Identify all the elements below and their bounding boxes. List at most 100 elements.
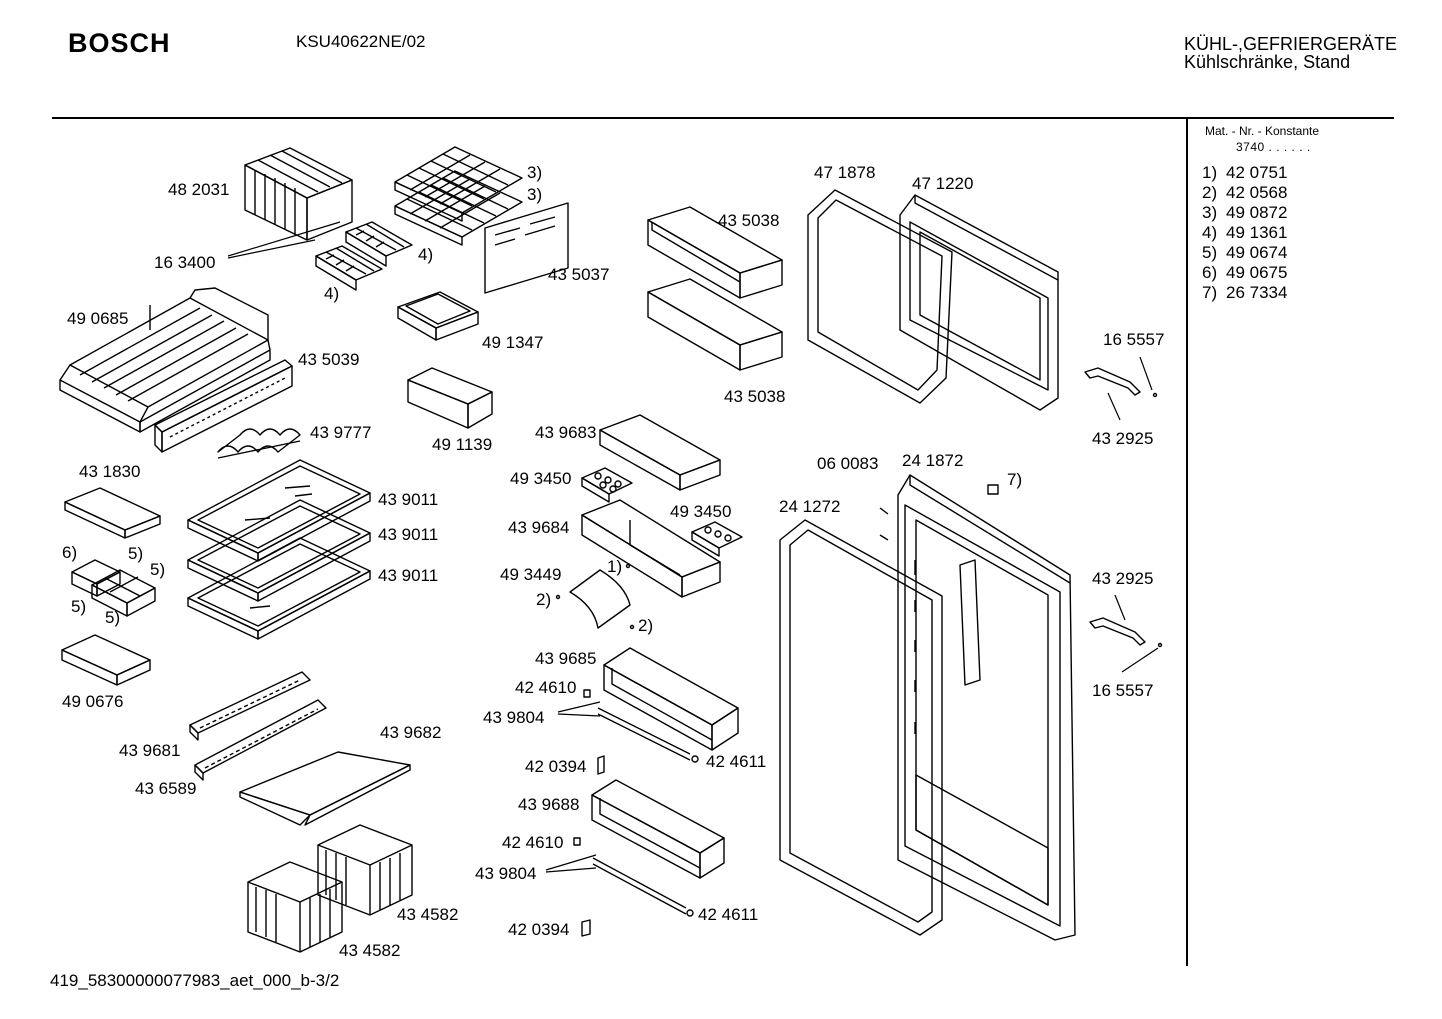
small-fittings (555, 563, 699, 937)
butter-tray-part (64, 487, 161, 539)
freezer-flap-part (244, 147, 353, 241)
part-label: 6) (62, 543, 78, 562)
part-label: 49 1139 (432, 435, 493, 454)
part-label: 42 4610 (515, 678, 577, 697)
legend-title: Mat. - Nr. - Konstante (1205, 124, 1320, 138)
part-label: 47 1220 (912, 174, 974, 193)
part-label: 43 4582 (339, 941, 401, 960)
handle-upper (1084, 367, 1158, 398)
part-label: 43 5037 (548, 265, 610, 284)
part-label: 42 4610 (502, 833, 564, 852)
part-label: 43 5038 (724, 387, 786, 406)
shallow-tray-part (61, 634, 151, 686)
part-label: 42 4611 (706, 752, 767, 771)
ice-tray-lower (315, 245, 383, 291)
door-shelf-439684 (581, 499, 721, 598)
part-label: 47 1878 (814, 163, 876, 182)
trim-strip-lower (194, 699, 327, 781)
legend-item: 7)26 7334 (1202, 283, 1288, 302)
door-panel-471220 (899, 194, 1059, 411)
part-label: 5) (150, 560, 166, 579)
part-label: 43 9804 (483, 708, 545, 727)
door-shelf-439685 (603, 647, 739, 751)
part-label: 16 5557 (1103, 330, 1165, 349)
door-bottle-shelf-lower (647, 278, 783, 371)
part-label: 43 9684 (508, 518, 570, 537)
crisper-drawer-rear (317, 824, 413, 916)
egg-tray-left (581, 467, 633, 503)
part-label: 16 5557 (1092, 681, 1154, 700)
door-seal-241272 (779, 519, 943, 936)
holder-frame-part (397, 291, 479, 341)
part-label: 24 1272 (779, 497, 841, 516)
model-number: KSU40622NE/02 (296, 32, 426, 51)
legend-item: 5)49 0674 (1202, 243, 1288, 262)
part-label: 49 0676 (62, 692, 124, 711)
part-label: 24 1872 (902, 451, 964, 470)
part-label: 48 2031 (168, 180, 230, 199)
part-label: 43 5039 (298, 350, 360, 369)
part-label: 43 2925 (1092, 569, 1154, 588)
part-label: 42 0394 (525, 757, 587, 776)
part-label: 4) (324, 284, 340, 303)
door-241872 (897, 474, 1076, 941)
part-label: 43 6589 (135, 779, 197, 798)
wire-grid-shelf-upper (394, 146, 523, 222)
brand-logo: BOSCH (68, 28, 171, 58)
part-label: 43 9683 (535, 423, 597, 442)
part-label: 49 3450 (510, 469, 572, 488)
part-label: 43 9011 (378, 566, 439, 585)
part-label: 7) (1007, 470, 1023, 489)
leader-lines (227, 221, 1159, 873)
part-label: 1) (607, 557, 623, 576)
crisper-drawer-front (247, 861, 343, 953)
category-line-1: KÜHL-,GEFRIERGERÄTE (1184, 34, 1398, 54)
part-label: 3) (527, 185, 543, 204)
part-label: 49 1347 (482, 333, 544, 352)
part-label: 5) (105, 608, 121, 627)
door-shelf-439688 (591, 779, 725, 879)
legend-item: 2)42 0568 (1202, 183, 1288, 202)
part-label: 49 0685 (67, 309, 129, 328)
part-label: 43 9688 (518, 795, 580, 814)
door-shelf-439683 (599, 414, 721, 491)
part-label: 43 4582 (397, 905, 459, 924)
flap-493449 (569, 569, 631, 629)
part-label: 43 9685 (535, 649, 597, 668)
document-footer-id: 419_58300000077983_aet_000_b-3/2 (50, 971, 340, 990)
ice-tray-upper (345, 221, 413, 267)
hinge-screws (879, 484, 999, 541)
sidebar-divider (1186, 118, 1188, 966)
part-label: 43 1830 (79, 462, 141, 481)
legend-item: 6)49 0675 (1202, 263, 1288, 282)
header-rule (52, 117, 1394, 119)
part-label: 2) (638, 616, 654, 635)
front-strip-part (154, 359, 293, 453)
legend-constant: 3740 . . . . . . (1236, 140, 1311, 154)
door-gasket-471878 (807, 189, 953, 404)
door-bottle-shelf-upper (647, 206, 783, 299)
compartment-box-set (71, 559, 156, 617)
part-label: 43 2925 (1092, 429, 1154, 448)
part-label: 43 9681 (119, 741, 181, 760)
egg-tray-right (691, 521, 743, 557)
part-label: 06 0083 (817, 454, 879, 473)
legend-item: 4)49 1361 (1202, 223, 1288, 242)
category-line-2: Kühlschränke, Stand (1184, 52, 1351, 72)
trim-strip-upper (189, 671, 311, 741)
glass-shelf-3 (187, 537, 371, 640)
crisper-cover-glass (239, 751, 411, 826)
part-label: 4) (418, 245, 434, 264)
rail-439804-lower (592, 857, 687, 915)
part-label: 43 9011 (378, 525, 439, 544)
cover-panel-part (484, 202, 569, 294)
part-label: 43 9777 (310, 423, 372, 442)
part-label: 5) (71, 597, 87, 616)
rail-439804-upper (597, 707, 691, 761)
legend-item: 3)49 0872 (1202, 203, 1288, 222)
freezer-basket-part (59, 287, 271, 433)
part-label: 42 4611 (698, 905, 759, 924)
part-label: 43 9804 (475, 864, 537, 883)
small-drawer-part (407, 367, 493, 429)
